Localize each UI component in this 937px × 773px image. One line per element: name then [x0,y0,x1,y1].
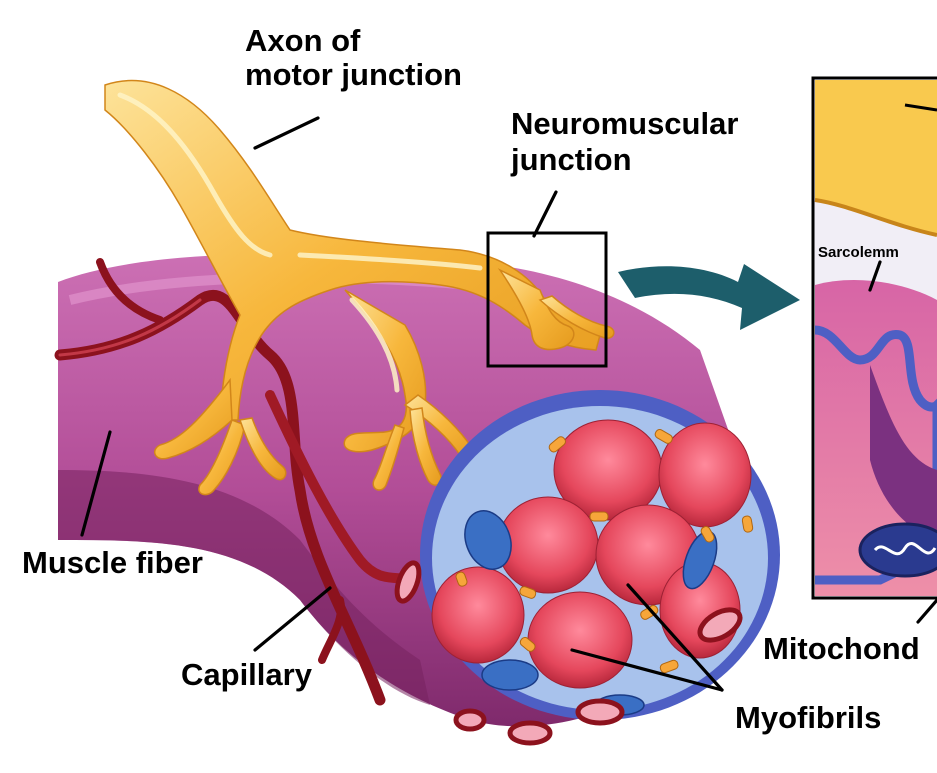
nmj-label-line2: junction [510,142,632,177]
inset-mitochondrion [858,522,937,578]
arrow-icon [618,264,800,330]
axon-label-line2: motor junction [245,57,462,92]
axon-branch-left [153,377,233,460]
neuromuscular-junction-box [486,231,608,368]
mitochondrion-leader-line [916,598,937,624]
nmj-leader-line [532,190,558,238]
capillaries [54,258,415,706]
capillary-leader-line [253,586,332,652]
muscle-fiber-leader-line [80,430,112,537]
leader-lines [80,116,937,692]
axon-label-line1: Axon of [245,23,361,58]
nmj-label-line1: Neuromuscular [511,106,738,141]
myofibril [527,591,633,689]
axon [104,79,615,496]
mitochondrion-shape [464,510,512,570]
capillary-cross-sections [394,560,743,746]
cross-section [420,390,780,720]
sarcoplasmic-reticulum [455,429,754,674]
sarcolemma-label: Sarcolemm [818,244,899,261]
myofibril [497,496,599,594]
myofibrils-label: Myofibrils [735,700,881,735]
mitochondrion-label: Mitochond [763,631,920,666]
inset-axon-terminal [815,80,937,235]
myofibrils-leader-line-b [570,648,724,692]
muscle-fiber-shading [58,470,430,705]
mitochondrion-shape [481,659,539,691]
muscle-fiber-label: Muscle fiber [22,545,203,580]
inset-panel [811,76,937,600]
axon-highlights [117,92,483,393]
myofibril [431,566,525,664]
mitochondria [464,510,718,716]
myofibrils-leader-line-a [626,583,724,692]
myofibrils [431,419,752,689]
axon-branch-nmj [497,268,575,351]
axon-trunk [104,79,601,421]
axon-leader-line [253,116,320,150]
sarcolemma-leader-line [868,260,882,292]
capillary-label: Capillary [181,657,313,692]
